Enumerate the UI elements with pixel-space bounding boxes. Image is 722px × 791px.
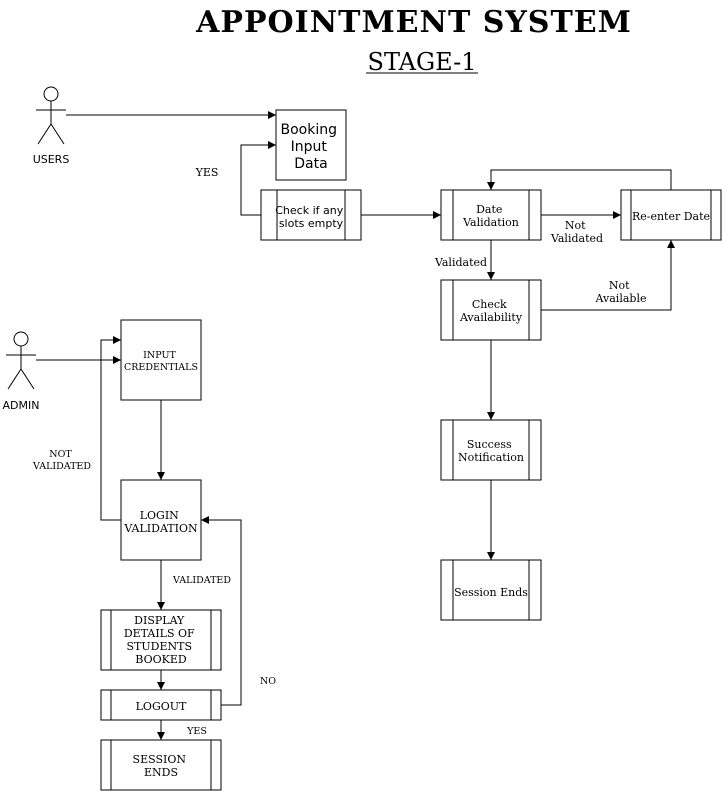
reenter-to-date-loop-arrow	[487, 169, 672, 190]
display-details-line-4: BOOKED	[135, 653, 187, 666]
logout-label: LOGOUT	[136, 700, 187, 713]
svg-text:DISPLAY DETAILS OF: DISPLAY DETAILS OF STUDENTS BOOKED	[124, 614, 198, 666]
login-not-validated-line-1: NOT	[49, 449, 72, 460]
svg-text:Check if any slots empty: Check if any slots empty	[275, 204, 346, 230]
reenter-date-node: Re-enter Date	[620, 189, 722, 241]
logout-node: LOGOUT	[100, 689, 222, 721]
check-slots-line-2: slots empty	[279, 217, 344, 230]
booking-input-node: Booking Input Data	[275, 109, 347, 181]
login-not-validated-loop-arrow	[100, 336, 121, 521]
login-validated-label: VALIDATED	[172, 575, 231, 586]
display-details-node: DISPLAY DETAILS OF STUDENTS BOOKED	[100, 609, 222, 671]
booking-input-line-3: Data	[294, 156, 327, 172]
svg-text:LOGIN VALIDATION: LOGIN VALIDATION	[123, 509, 198, 535]
logout-no-loop-arrow	[201, 516, 242, 706]
login-validation-node: LOGIN VALIDATION	[120, 479, 202, 561]
svg-text:Booking Input Data: Booking Input Data	[281, 122, 342, 172]
input-credentials-line-1: INPUT	[143, 350, 176, 361]
logout-no-label: NO	[260, 676, 276, 687]
slots-yes-label: YES	[195, 166, 219, 179]
display-details-line-3: STUDENTS	[127, 640, 193, 653]
svg-text:INPUT CREDENTIALS: INPUT CREDENTIALS	[124, 350, 198, 373]
svg-text:Date Validation: Date Validation	[462, 203, 519, 229]
display-details-line-2: DETAILS OF	[124, 627, 195, 640]
date-validation-node: Date Validation	[440, 189, 542, 241]
login-not-validated-line-2: VALIDATED	[32, 461, 91, 472]
user-session-ends-label: Session Ends	[454, 586, 528, 599]
booking-input-line-1: Booking	[281, 122, 338, 138]
display-details-line-1: DISPLAY	[134, 614, 185, 627]
admin-session-ends-node: SESSION ENDS	[100, 739, 222, 791]
input-credentials-line-2: CREDENTIALS	[124, 362, 198, 373]
check-slots-node: Check if any slots empty	[260, 189, 362, 241]
svg-text:SESSION ENDS: SESSION ENDS	[133, 753, 190, 779]
success-notification-line-2: Notification	[458, 451, 524, 464]
date-not-validated-line-2: Validated	[550, 232, 603, 245]
availability-to-reenter-arrow	[541, 240, 675, 311]
booking-input-line-2: Input	[291, 139, 328, 155]
not-available-line-2: Available	[595, 292, 647, 305]
check-availability-node: Check Availability	[440, 279, 542, 341]
logout-yes-label: YES	[186, 726, 207, 737]
admin-actor-icon	[6, 331, 36, 390]
admin-session-ends-line-2: ENDS	[144, 766, 178, 779]
login-validation-line-1: LOGIN	[140, 509, 179, 522]
diagram-subtitle: STAGE-1	[368, 48, 477, 76]
users-actor-icon	[36, 86, 66, 145]
success-notification-line-1: Success	[467, 438, 512, 451]
check-availability-line-1: Check	[472, 298, 507, 311]
admin-session-ends-line-1: SESSION	[133, 753, 187, 766]
svg-text:NOT VALIDATED: NOT VALIDATED	[32, 449, 91, 472]
date-validation-line-1: Date	[476, 203, 502, 216]
users-actor-label: USERS	[33, 153, 70, 166]
svg-text:Check Availability: Check Availability	[459, 298, 523, 324]
svg-text:Not Available: Not Available	[595, 279, 647, 305]
check-availability-line-2: Availability	[459, 311, 523, 324]
check-slots-line-1: Check if any	[275, 204, 343, 217]
success-notification-node: Success Notification	[440, 419, 542, 481]
input-credentials-node: INPUT CREDENTIALS	[120, 319, 202, 401]
date-validation-line-2: Validation	[462, 216, 519, 229]
login-validation-line-2: VALIDATION	[123, 522, 198, 535]
slots-yes-loop-arrow	[240, 141, 276, 216]
date-validated-label: Validated	[434, 256, 487, 269]
reenter-date-label: Re-enter Date	[632, 210, 710, 223]
svg-text:Success Notification: Success Notification	[458, 438, 524, 464]
not-available-line-1: Not	[609, 279, 630, 292]
svg-text:Not Validated: Not Validated	[550, 219, 603, 245]
user-session-ends-node: Session Ends	[440, 559, 542, 621]
admin-actor-label: ADMIN	[3, 399, 40, 412]
diagram-title: APPOINTMENT SYSTEM	[195, 5, 632, 40]
date-not-validated-line-1: Not	[565, 219, 586, 232]
